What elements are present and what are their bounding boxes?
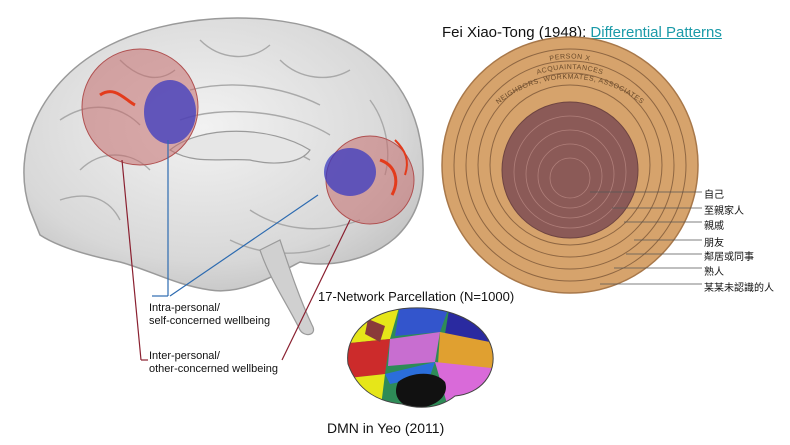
ring-label-friends: 朋友 xyxy=(704,234,724,249)
ring-label-acquaintances: 熟人 xyxy=(704,263,724,278)
ring-label-strangers: 某某未認識的人 xyxy=(704,279,774,294)
ring-label-family: 至親家人 xyxy=(704,202,744,217)
parcellation-title: 17-Network Parcellation (N=1000) xyxy=(318,289,514,304)
parcellation-brain xyxy=(340,304,500,414)
ring-label-self: 自己 xyxy=(704,186,724,201)
ring-label-relatives: 親戚 xyxy=(704,217,724,232)
inner-rings xyxy=(502,102,638,238)
ring-label-neighbors: 鄰居或同事 xyxy=(704,248,754,263)
dmn-caption: DMN in Yeo (2011) xyxy=(327,420,444,436)
